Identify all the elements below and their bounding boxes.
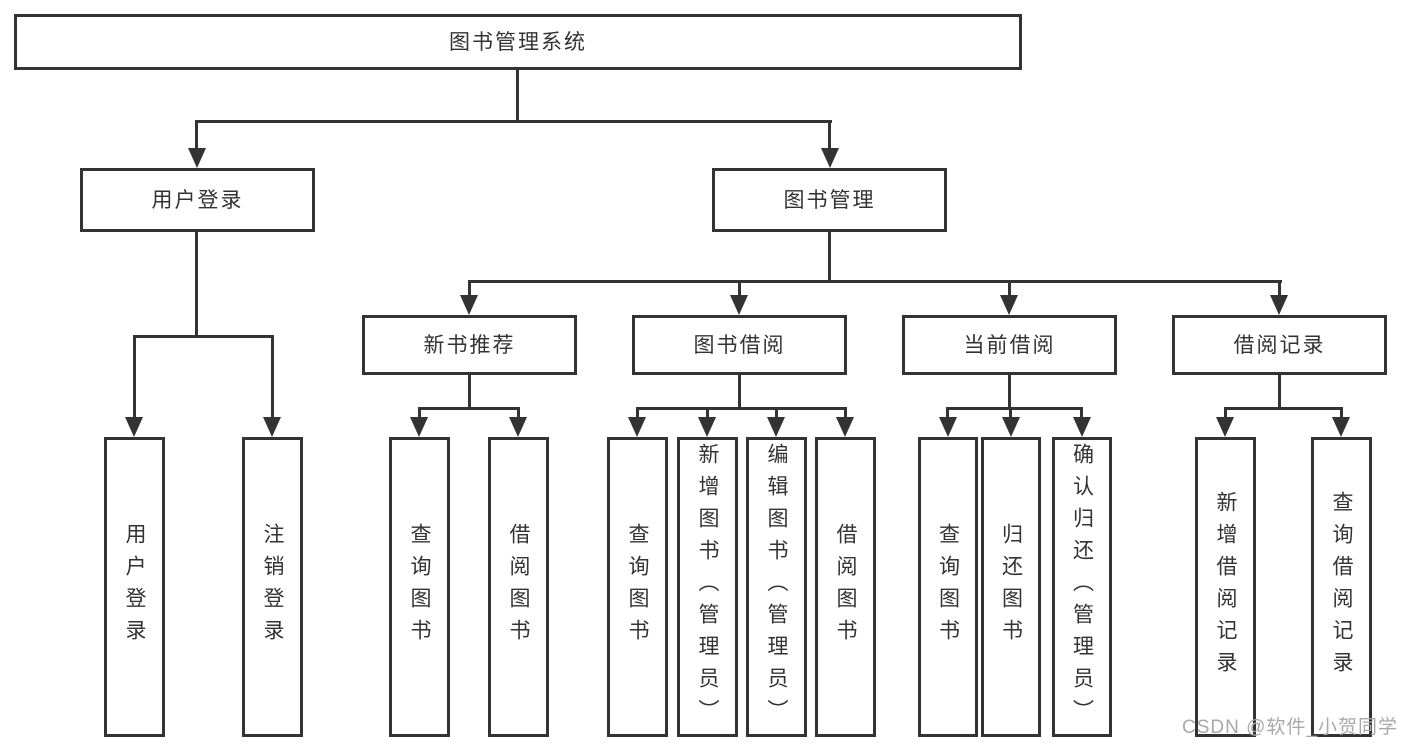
node-new-book-recommendation: 新书推荐 [362, 315, 577, 375]
connector-line [636, 407, 639, 420]
arrow-down-icon [836, 417, 854, 437]
node-label: 新书推荐 [423, 333, 516, 357]
connector-line [1080, 407, 1083, 420]
node-label: 借阅图书 [834, 523, 857, 651]
node-label: 查询图书 [408, 523, 431, 651]
connector-line [946, 407, 949, 420]
connector-line [1224, 407, 1343, 410]
node-label: 注销登录 [261, 523, 284, 651]
node-label: 新增图书（管理员） [696, 443, 719, 731]
arrow-down-icon [1073, 417, 1091, 437]
leaf-query-borrow-record: 查询借阅记录 [1311, 437, 1372, 737]
connector-line [418, 407, 421, 420]
connector-line [195, 232, 198, 338]
connector-line [133, 335, 136, 420]
arrow-down-icon [509, 417, 527, 437]
leaf-query-books-borrowing: 查询图书 [607, 437, 668, 737]
node-label: 借阅记录 [1233, 333, 1326, 357]
leaf-user-login: 用户登录 [104, 437, 165, 737]
connector-line [271, 335, 274, 420]
connector-line [133, 335, 274, 338]
connector-line [844, 407, 847, 420]
node-label: 编辑图书（管理员） [765, 443, 788, 731]
node-label: 确认归还（管理员） [1070, 443, 1094, 731]
arrow-down-icon [730, 295, 748, 315]
arrow-down-icon [1216, 417, 1234, 437]
leaf-logout: 注销登录 [242, 437, 303, 737]
connector-line [1278, 280, 1281, 298]
arrow-down-icon [125, 417, 143, 437]
arrow-down-icon [821, 148, 839, 168]
connector-line [195, 120, 198, 152]
node-label: 图书借阅 [693, 333, 786, 357]
arrow-down-icon [1002, 417, 1020, 437]
connector-line [738, 375, 741, 410]
leaf-borrow-books: 借阅图书 [815, 437, 876, 737]
node-label: 图书管理系统 [449, 30, 587, 54]
leaf-edit-books-admin: 编辑图书（管理员） [746, 437, 807, 737]
arrow-down-icon [628, 417, 646, 437]
connector-line [1009, 407, 1012, 420]
arrow-down-icon [410, 417, 428, 437]
leaf-confirm-return-admin: 确认归还（管理员） [1052, 437, 1112, 737]
node-library-management-system: 图书管理系统 [14, 14, 1022, 70]
csdn-watermark: CSDN @软件_小贺同学 [1182, 717, 1398, 738]
node-label: 用户登录 [151, 188, 244, 212]
connector-line [517, 407, 520, 420]
arrow-down-icon [263, 417, 281, 437]
connector-line [828, 120, 831, 152]
node-user-login: 用户登录 [80, 168, 315, 232]
connector-line [468, 280, 471, 298]
node-current-borrowing: 当前借阅 [902, 315, 1117, 375]
node-label: 当前借阅 [963, 333, 1056, 357]
connector-line [418, 407, 520, 410]
connector-line [1008, 280, 1011, 298]
connector-line [636, 407, 847, 410]
leaf-add-books-admin: 新增图书（管理员） [677, 437, 738, 737]
node-book-management: 图书管理 [712, 168, 947, 232]
connector-line [1340, 407, 1343, 420]
connector-line [775, 407, 778, 420]
node-borrowing-records: 借阅记录 [1172, 315, 1387, 375]
node-label: 新增借阅记录 [1214, 491, 1237, 683]
connector-line [516, 70, 519, 122]
node-label: 查询图书 [936, 523, 960, 651]
node-label: 归还图书 [999, 523, 1023, 651]
arrow-down-icon [698, 417, 716, 437]
arrow-down-icon [188, 148, 206, 168]
arrow-down-icon [1270, 295, 1288, 315]
connector-line [195, 120, 832, 123]
leaf-query-books-recommend: 查询图书 [389, 437, 450, 737]
connector-line [1224, 407, 1227, 420]
arrow-down-icon [1000, 295, 1018, 315]
connector-line [706, 407, 709, 420]
node-label: 用户登录 [123, 523, 146, 651]
node-book-borrowing: 图书借阅 [632, 315, 847, 375]
connector-line [468, 375, 471, 410]
arrow-down-icon [767, 417, 785, 437]
connector-line [1008, 375, 1011, 410]
node-label: 图书管理 [783, 188, 876, 212]
connector-line [1278, 375, 1281, 410]
leaf-return-books: 归还图书 [981, 437, 1041, 737]
node-label: 借阅图书 [507, 523, 530, 651]
arrow-down-icon [460, 295, 478, 315]
node-label: 查询借阅记录 [1330, 491, 1353, 683]
leaf-add-borrow-record: 新增借阅记录 [1195, 437, 1256, 737]
arrow-down-icon [939, 417, 957, 437]
arrow-down-icon [1332, 417, 1350, 437]
connector-line [946, 407, 1083, 410]
node-label: 查询图书 [626, 523, 649, 651]
leaf-borrow-books-recommend: 借阅图书 [488, 437, 549, 737]
connector-line [828, 232, 831, 283]
connector-line [738, 280, 741, 298]
leaf-query-books-current: 查询图书 [918, 437, 978, 737]
connector-line [468, 280, 1282, 283]
